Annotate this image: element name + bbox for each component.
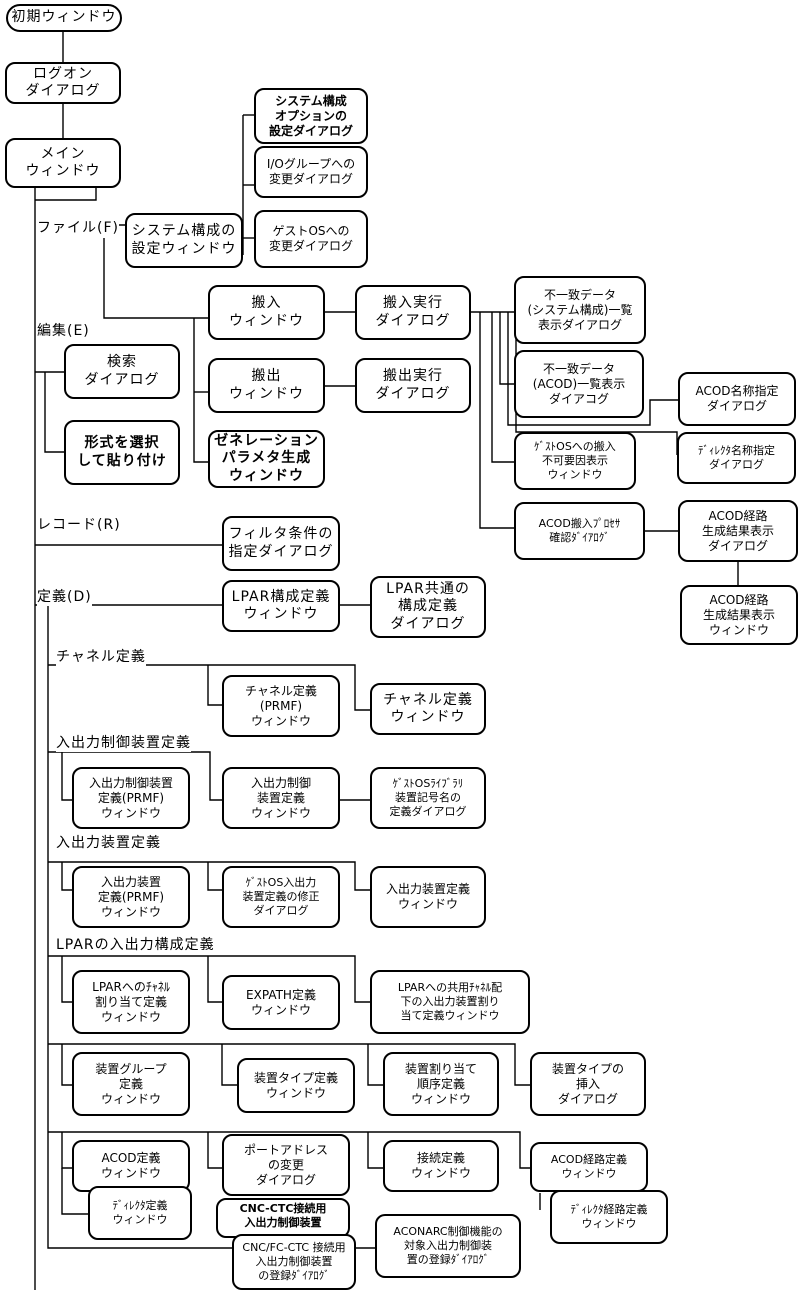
io-group-change-dialog-node[interactable]: I/Oグループへの 変更ダイアログ [254,146,368,198]
ioctl-def-window-node[interactable]: 入出力制御 装置定義 ウィンドウ [222,767,340,829]
connector [48,1043,530,1086]
connector [367,1132,383,1169]
main-window-node[interactable]: メイン ウィンドウ [5,138,121,188]
acod-name-dialog-node[interactable]: ACOD名称指定 ダイアログ [678,372,796,426]
connector [44,372,64,453]
connection-def-window-node[interactable]: 接続定義 ウィンドウ [383,1140,499,1192]
import-exec-dialog-node[interactable]: 搬入実行 ダイアログ [355,285,471,340]
file-menu-label: ファイル(F) [37,217,119,237]
director-route-def-window-node[interactable]: ﾃﾞｨﾚｸﾀ経路定義 ウィンドウ [550,1190,668,1244]
channel-def-group-label: チャネル定義 [56,646,146,666]
define-menu-label: 定義(D) [37,586,92,606]
ioctl-prmf-window-node[interactable]: 入出力制御装置 定義(PRMF) ウィンドウ [72,767,190,829]
logon-dialog-node[interactable]: ログオン ダイアログ [5,62,121,104]
connector [47,605,255,1249]
connector [61,752,72,801]
connector [48,955,370,1003]
connector [221,1044,237,1086]
acod-route-result-dialog-node[interactable]: ACOD経路 生成結果表示 ダイアログ [678,500,798,562]
syscfg-window-node[interactable]: システム構成の 設定ウィンドウ [125,213,243,268]
iodev-prmf-window-node[interactable]: 入出力装置 定義(PRMF) ウィンドウ [72,866,190,928]
device-group-window-node[interactable]: 装置グループ 定義 ウィンドウ [72,1052,190,1116]
connector [48,751,222,801]
initial-window-node[interactable]: 初期ウィンドウ [6,4,122,32]
connector [479,312,514,529]
acod-def-window-node[interactable]: ACOD定義 ウィンドウ [72,1140,190,1192]
guest-import-fail-window-node[interactable]: ｹﾞｽﾄOSへの搬入 不可要因表示 ウィンドウ [514,432,636,490]
search-dialog-node[interactable]: 検索 ダイアログ [64,344,180,399]
lpar-common-dialog-node[interactable]: LPAR共通の 構成定義 ダイアログ [370,576,486,638]
acod-route-def-window-node[interactable]: ACOD経路定義 ウィンドウ [530,1142,648,1192]
paste-special-node[interactable]: 形式を選択 して貼り付け [64,420,180,485]
device-type-insert-dialog-node[interactable]: 装置タイプの 挿入 ダイアログ [530,1052,646,1116]
mismatch-acod-dialog-node[interactable]: 不一致データ (ACOD)一覧表示 ダイアコグ [514,350,644,418]
syscfg-option-dialog-node[interactable]: システム構成 オプションの 設定ダイアログ [254,88,368,144]
device-type-window-node[interactable]: 装置タイプ定義 ウィンドウ [237,1058,355,1113]
mismatch-syscfg-dialog-node[interactable]: 不一致データ (システム構成)一覧 表示ダイアログ [514,276,646,344]
connector [193,318,208,463]
connector [35,188,97,201]
connector [499,312,514,385]
acod-import-processor-dialog-node[interactable]: ACOD搬入ﾌﾟﾛｾｻ 確認ﾀﾞｲｱﾛｸﾞ [514,502,645,560]
guest-os-change-dialog-node[interactable]: ゲストOSへの 変更ダイアログ [254,210,368,268]
connector [48,664,370,711]
export-window-node[interactable]: 搬出 ウィンドウ [208,358,325,413]
connector [367,1044,383,1086]
director-def-window-node[interactable]: ﾃﾞｨﾚｸﾀ定義 ウィンドウ [88,1186,192,1240]
import-window-node[interactable]: 搬入 ウィンドウ [208,285,325,340]
iodev-def-group-label: 入出力装置定義 [56,832,161,852]
connector [207,862,222,891]
guest-library-dialog-node[interactable]: ｹﾞｽﾄOSﾗｲﾌﾞﾗﾘ 装置記号名の 定義ダイアログ [370,767,486,829]
director-name-dialog-node[interactable]: ﾃﾞｨﾚｸﾀ名称指定 ダイアログ [677,432,796,484]
edit-menu-label: 編集(E) [37,320,90,340]
channel-def-window-node[interactable]: チャネル定義 ウィンドウ [370,683,486,735]
connector [61,1132,72,1169]
connector [61,956,72,1003]
connector [61,862,72,891]
connector [207,956,222,1003]
export-exec-dialog-node[interactable]: 搬出実行 ダイアログ [355,358,471,413]
connector [103,238,208,319]
lpar-io-group-label: LPARの入出力構成定義 [56,934,215,954]
acod-route-result-window-node[interactable]: ACOD経路 生成結果表示 ウィンドウ [680,585,798,645]
aconarc-dialog-node[interactable]: ACONARC制御機能の 対象入出力制御装 置の登録ﾀﾞｲｱﾛｸﾞ [375,1214,521,1278]
cnc-fc-ctc-dialog-node[interactable]: CNC/FC-CTC 接続用 入出力制御装置 の登録ﾀﾞｲｱﾛｸﾞ [232,1234,356,1290]
connector [48,861,370,891]
connector [48,1131,530,1169]
ioctl-def-group-label: 入出力制御装置定義 [56,732,191,752]
record-menu-label: レコード(R) [37,514,121,534]
expath-window-node[interactable]: EXPATH定義 ウィンドウ [222,975,340,1030]
lpar-config-window-node[interactable]: LPAR構成定義 ウィンドウ [222,580,340,632]
connector [207,1132,222,1169]
lpar-channel-assign-window-node[interactable]: LPARへのﾁｬﾈﾙ 割り当て定義 ウィンドウ [72,970,190,1034]
generation-param-window-node[interactable]: ゼネレーション パラメタ生成 ウィンドウ [208,430,325,488]
filter-dialog-node[interactable]: フィルタ条件の 指定ダイアログ [222,516,340,571]
cnc-ctc-dialog-node[interactable]: CNC-CTC接続用 入出力制御装置 [216,1198,350,1238]
connector [61,1168,88,1215]
lpar-shared-channel-window-node[interactable]: LPARへの共用ﾁｬﾈﾙ配 下の入出力装置割り 当て定義ウィンドウ [370,970,530,1034]
connector [491,312,514,463]
connector [61,1044,72,1086]
port-address-dialog-node[interactable]: ポートアドレス の変更 ダイアログ [222,1134,350,1196]
device-assign-order-window-node[interactable]: 装置割り当て 順序定義 ウィンドウ [383,1052,499,1116]
connector [507,312,678,426]
iodev-def-window-node[interactable]: 入出力装置定義 ウィンドウ [370,866,486,928]
channel-prmf-window-node[interactable]: チャネル定義 (PRMF) ウィンドウ [222,675,340,737]
connector [207,665,222,706]
guest-io-fix-dialog-node[interactable]: ｹﾞｽﾄOS入出力 装置定義の修正 ダイアログ [222,866,340,928]
